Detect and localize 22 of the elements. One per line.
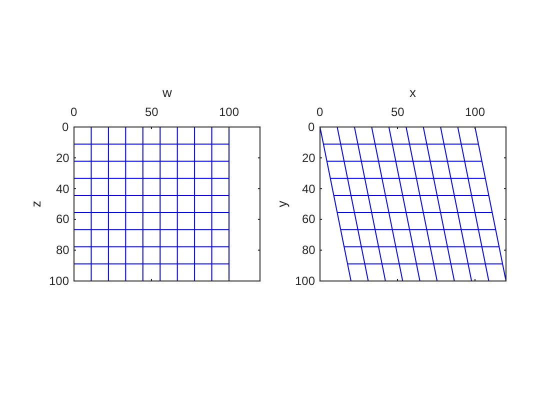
tick-label: 100 [219,105,240,119]
tick-label: 60 [302,212,316,226]
axis-label: z [28,200,43,208]
tick-label: 60 [56,212,70,226]
tick-label: 0 [70,105,78,119]
tick-label: 80 [302,243,316,258]
tick-label: 100 [295,274,316,288]
tick-label: 0 [308,120,315,134]
tick-label: 80 [56,243,70,258]
tick-label: 40 [56,182,70,196]
axis-label: w [162,86,172,100]
tick-label: 20 [56,150,70,165]
tick-label: 40 [302,182,316,196]
tick-label: 100 [465,105,486,119]
tick-label: 0 [316,105,324,119]
tick-label: 50 [145,105,158,119]
axis-label: y [274,200,289,208]
tick-label: 100 [49,274,70,288]
tick-label: 20 [302,150,316,165]
tick-label: 50 [391,105,404,119]
axis-label: x [410,86,416,100]
tick-label: 0 [62,120,69,134]
